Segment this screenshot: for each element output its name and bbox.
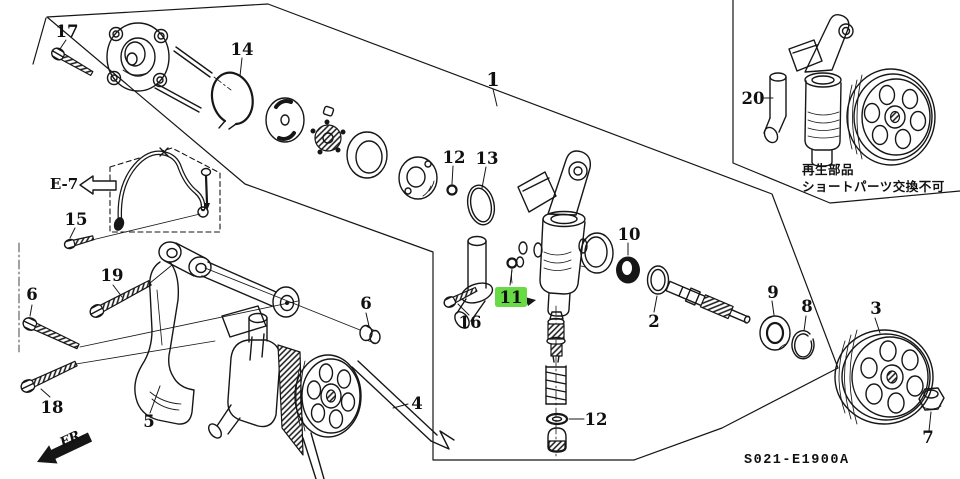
callout-15[interactable]: 15	[65, 210, 88, 229]
bushing-10	[616, 256, 640, 284]
diagram-code: S021-E1900A	[744, 453, 850, 468]
callout-20[interactable]: 20	[742, 89, 765, 108]
belt-4	[302, 360, 455, 479]
rotor-vane-set	[310, 119, 346, 155]
callout-12-bottom[interactable]: 12	[585, 410, 608, 429]
end-plate	[398, 156, 438, 200]
bolt-17	[51, 47, 94, 77]
callout-18[interactable]: 18	[41, 398, 64, 417]
bolt-18	[20, 360, 78, 393]
callout-8[interactable]: 8	[801, 297, 812, 316]
callout-9[interactable]: 9	[767, 283, 778, 302]
e7-hose	[113, 147, 212, 231]
callout-1[interactable]: 1	[486, 69, 499, 91]
oring-2	[646, 265, 670, 295]
snap-ring-8	[791, 330, 815, 360]
callout-12-top[interactable]: 12	[443, 148, 466, 167]
nut-7	[918, 387, 945, 411]
highlight-box-11[interactable]	[495, 287, 527, 307]
valve-spring	[545, 365, 567, 405]
bolt-6-right	[359, 324, 381, 345]
callout-10[interactable]: 10	[618, 225, 641, 244]
pump-assembly	[207, 312, 362, 456]
callout-6-right[interactable]: 6	[360, 294, 371, 313]
pump-housing	[515, 150, 614, 317]
bearing-9	[759, 315, 791, 351]
bolt-19	[89, 280, 152, 318]
ref-dashed-box	[109, 147, 221, 233]
bolt-axis-lines	[75, 213, 361, 365]
inlet-joint	[454, 235, 494, 329]
callout-2[interactable]: 2	[648, 312, 659, 331]
pulley-3	[834, 329, 934, 425]
tensioner-arm	[201, 261, 300, 361]
bracket-5	[134, 241, 212, 425]
inset-note-line1: 再生部品	[802, 162, 854, 177]
oring-13	[466, 184, 496, 226]
valve-plug	[547, 427, 567, 453]
dowel-pins	[154, 46, 213, 113]
side-plate	[265, 97, 305, 143]
inset-pump-20	[763, 13, 936, 167]
bolt-16	[443, 286, 478, 308]
bolt-6-left	[22, 317, 80, 350]
e7-arrow-icon	[79, 175, 117, 195]
callout-17[interactable]: 17	[56, 22, 79, 41]
washer-12	[545, 412, 569, 426]
callout-7[interactable]: 7	[922, 428, 933, 447]
relief-valve	[546, 311, 566, 363]
bolt-15	[63, 235, 95, 250]
cam-ring	[346, 131, 388, 179]
callout-11[interactable]: 11	[500, 288, 523, 307]
oring-12-top	[446, 184, 458, 196]
e7-ref-label[interactable]: E-7	[50, 175, 78, 193]
callout-5[interactable]: 5	[143, 412, 154, 431]
main-boundary	[32, 3, 839, 461]
callout-leaders	[29, 39, 932, 432]
callout-13[interactable]: 13	[476, 149, 499, 168]
callout-3[interactable]: 3	[870, 299, 881, 318]
callout-4[interactable]: 4	[411, 394, 422, 413]
callout-6-left[interactable]: 6	[26, 285, 37, 304]
drive-key	[322, 105, 335, 117]
snap-ring-14	[210, 71, 254, 130]
callout-14[interactable]: 14	[231, 40, 254, 59]
callout-16[interactable]: 16	[459, 313, 482, 332]
inset-boundary	[732, 0, 960, 204]
front-cover	[106, 22, 170, 92]
callout-19[interactable]: 19	[101, 266, 124, 285]
drive-shaft	[665, 280, 751, 324]
callout-labels: 1 2 3 4 5 6 6 7 8 9 10 11 12 12 13 14 15…	[26, 22, 933, 447]
inset-note-line2: ショートパーツ交換不可	[802, 179, 945, 194]
fr-direction-arrow	[37, 432, 93, 464]
